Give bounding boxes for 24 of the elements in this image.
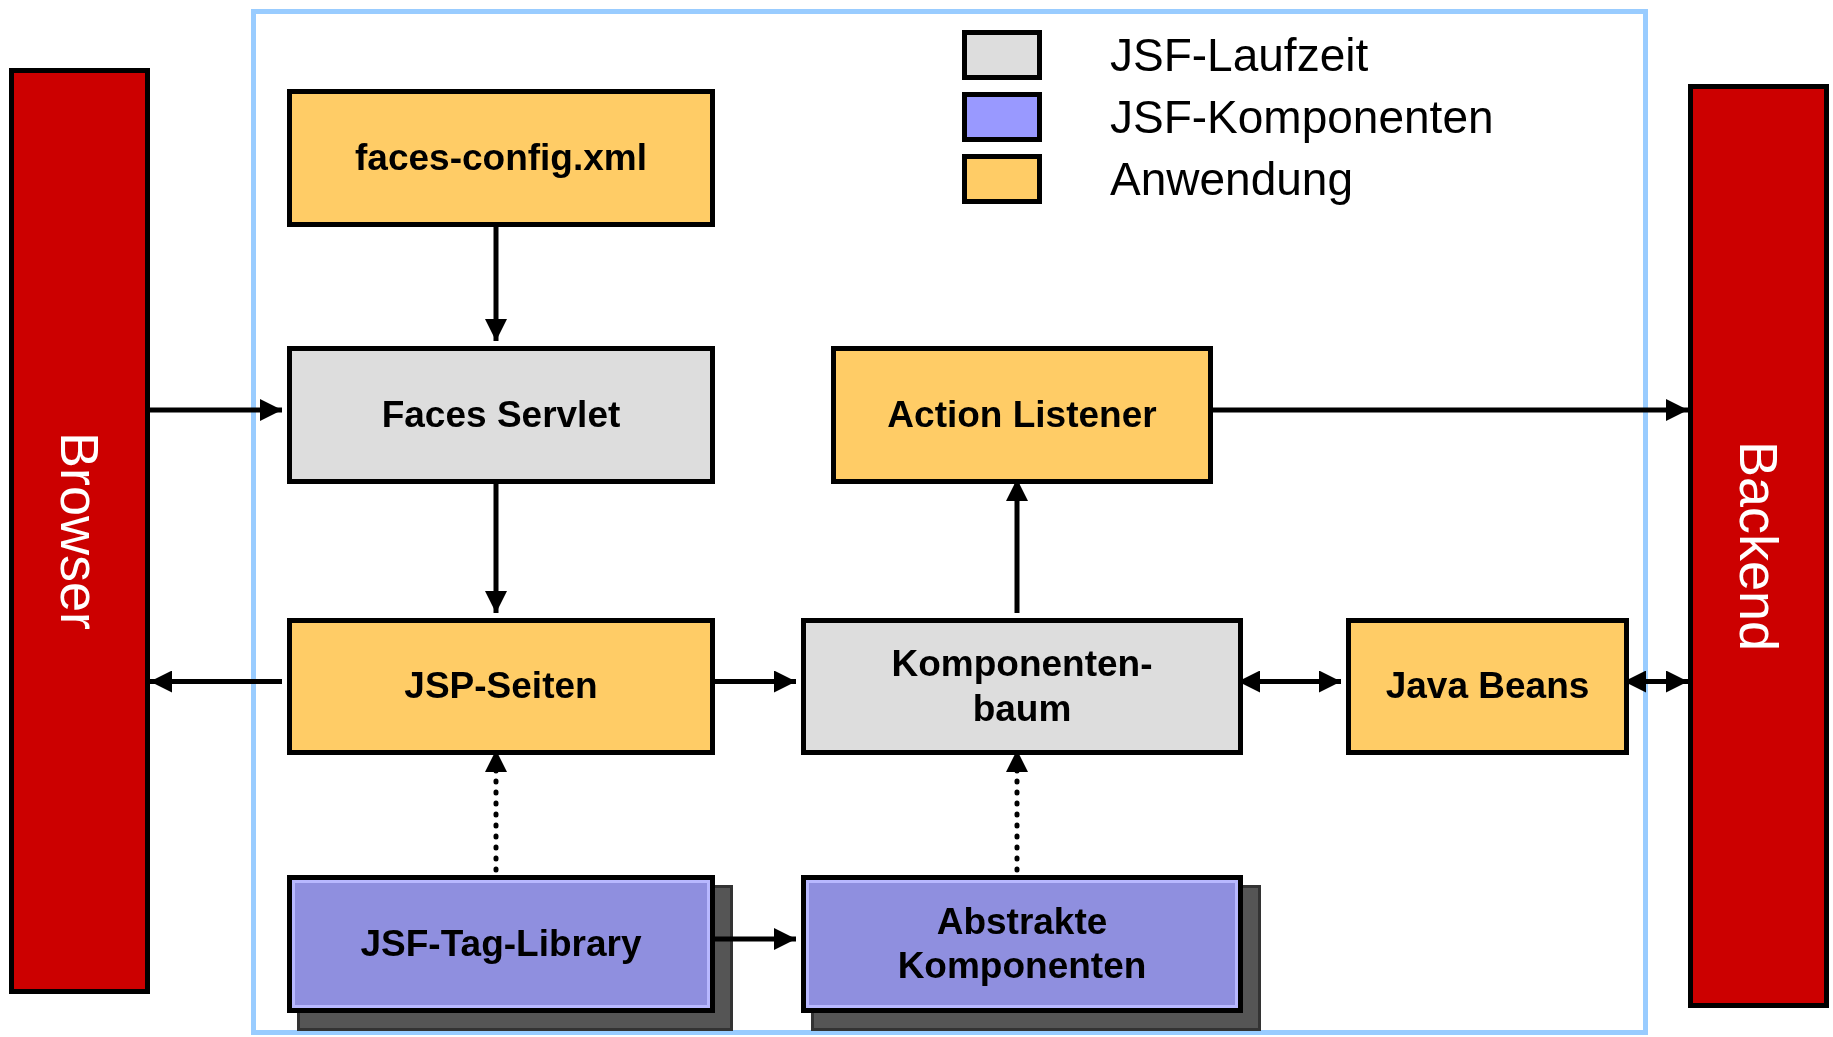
container-frame xyxy=(251,9,1648,1035)
process-box xyxy=(1346,618,1629,755)
process-box xyxy=(831,346,1213,484)
side-bar xyxy=(1688,84,1829,1008)
arrow xyxy=(150,399,282,421)
process-box xyxy=(287,89,715,227)
node-label: faces-config.xml xyxy=(355,135,647,180)
process-box xyxy=(801,618,1243,755)
side-bar xyxy=(9,68,150,994)
process-box xyxy=(287,875,715,1013)
node-label: Faces Servlet xyxy=(381,392,621,437)
arrow xyxy=(150,670,282,693)
node-label: Komponenten- baum xyxy=(890,642,1154,731)
process-box xyxy=(801,875,1243,1013)
node-label: Abstrakte Komponenten xyxy=(896,899,1148,988)
legend-label: JSF-Laufzeit xyxy=(1110,31,1369,78)
node-label: Action Listener xyxy=(887,392,1157,437)
node-label: Backend xyxy=(1731,440,1786,652)
node-label: JSP-Seiten xyxy=(404,664,598,709)
process-box xyxy=(287,346,715,484)
node-label: Browser xyxy=(52,431,107,630)
process-box xyxy=(287,618,715,755)
node-label: JSF-Tag-Library xyxy=(360,921,642,966)
node-label: Java Beans xyxy=(1385,664,1590,709)
